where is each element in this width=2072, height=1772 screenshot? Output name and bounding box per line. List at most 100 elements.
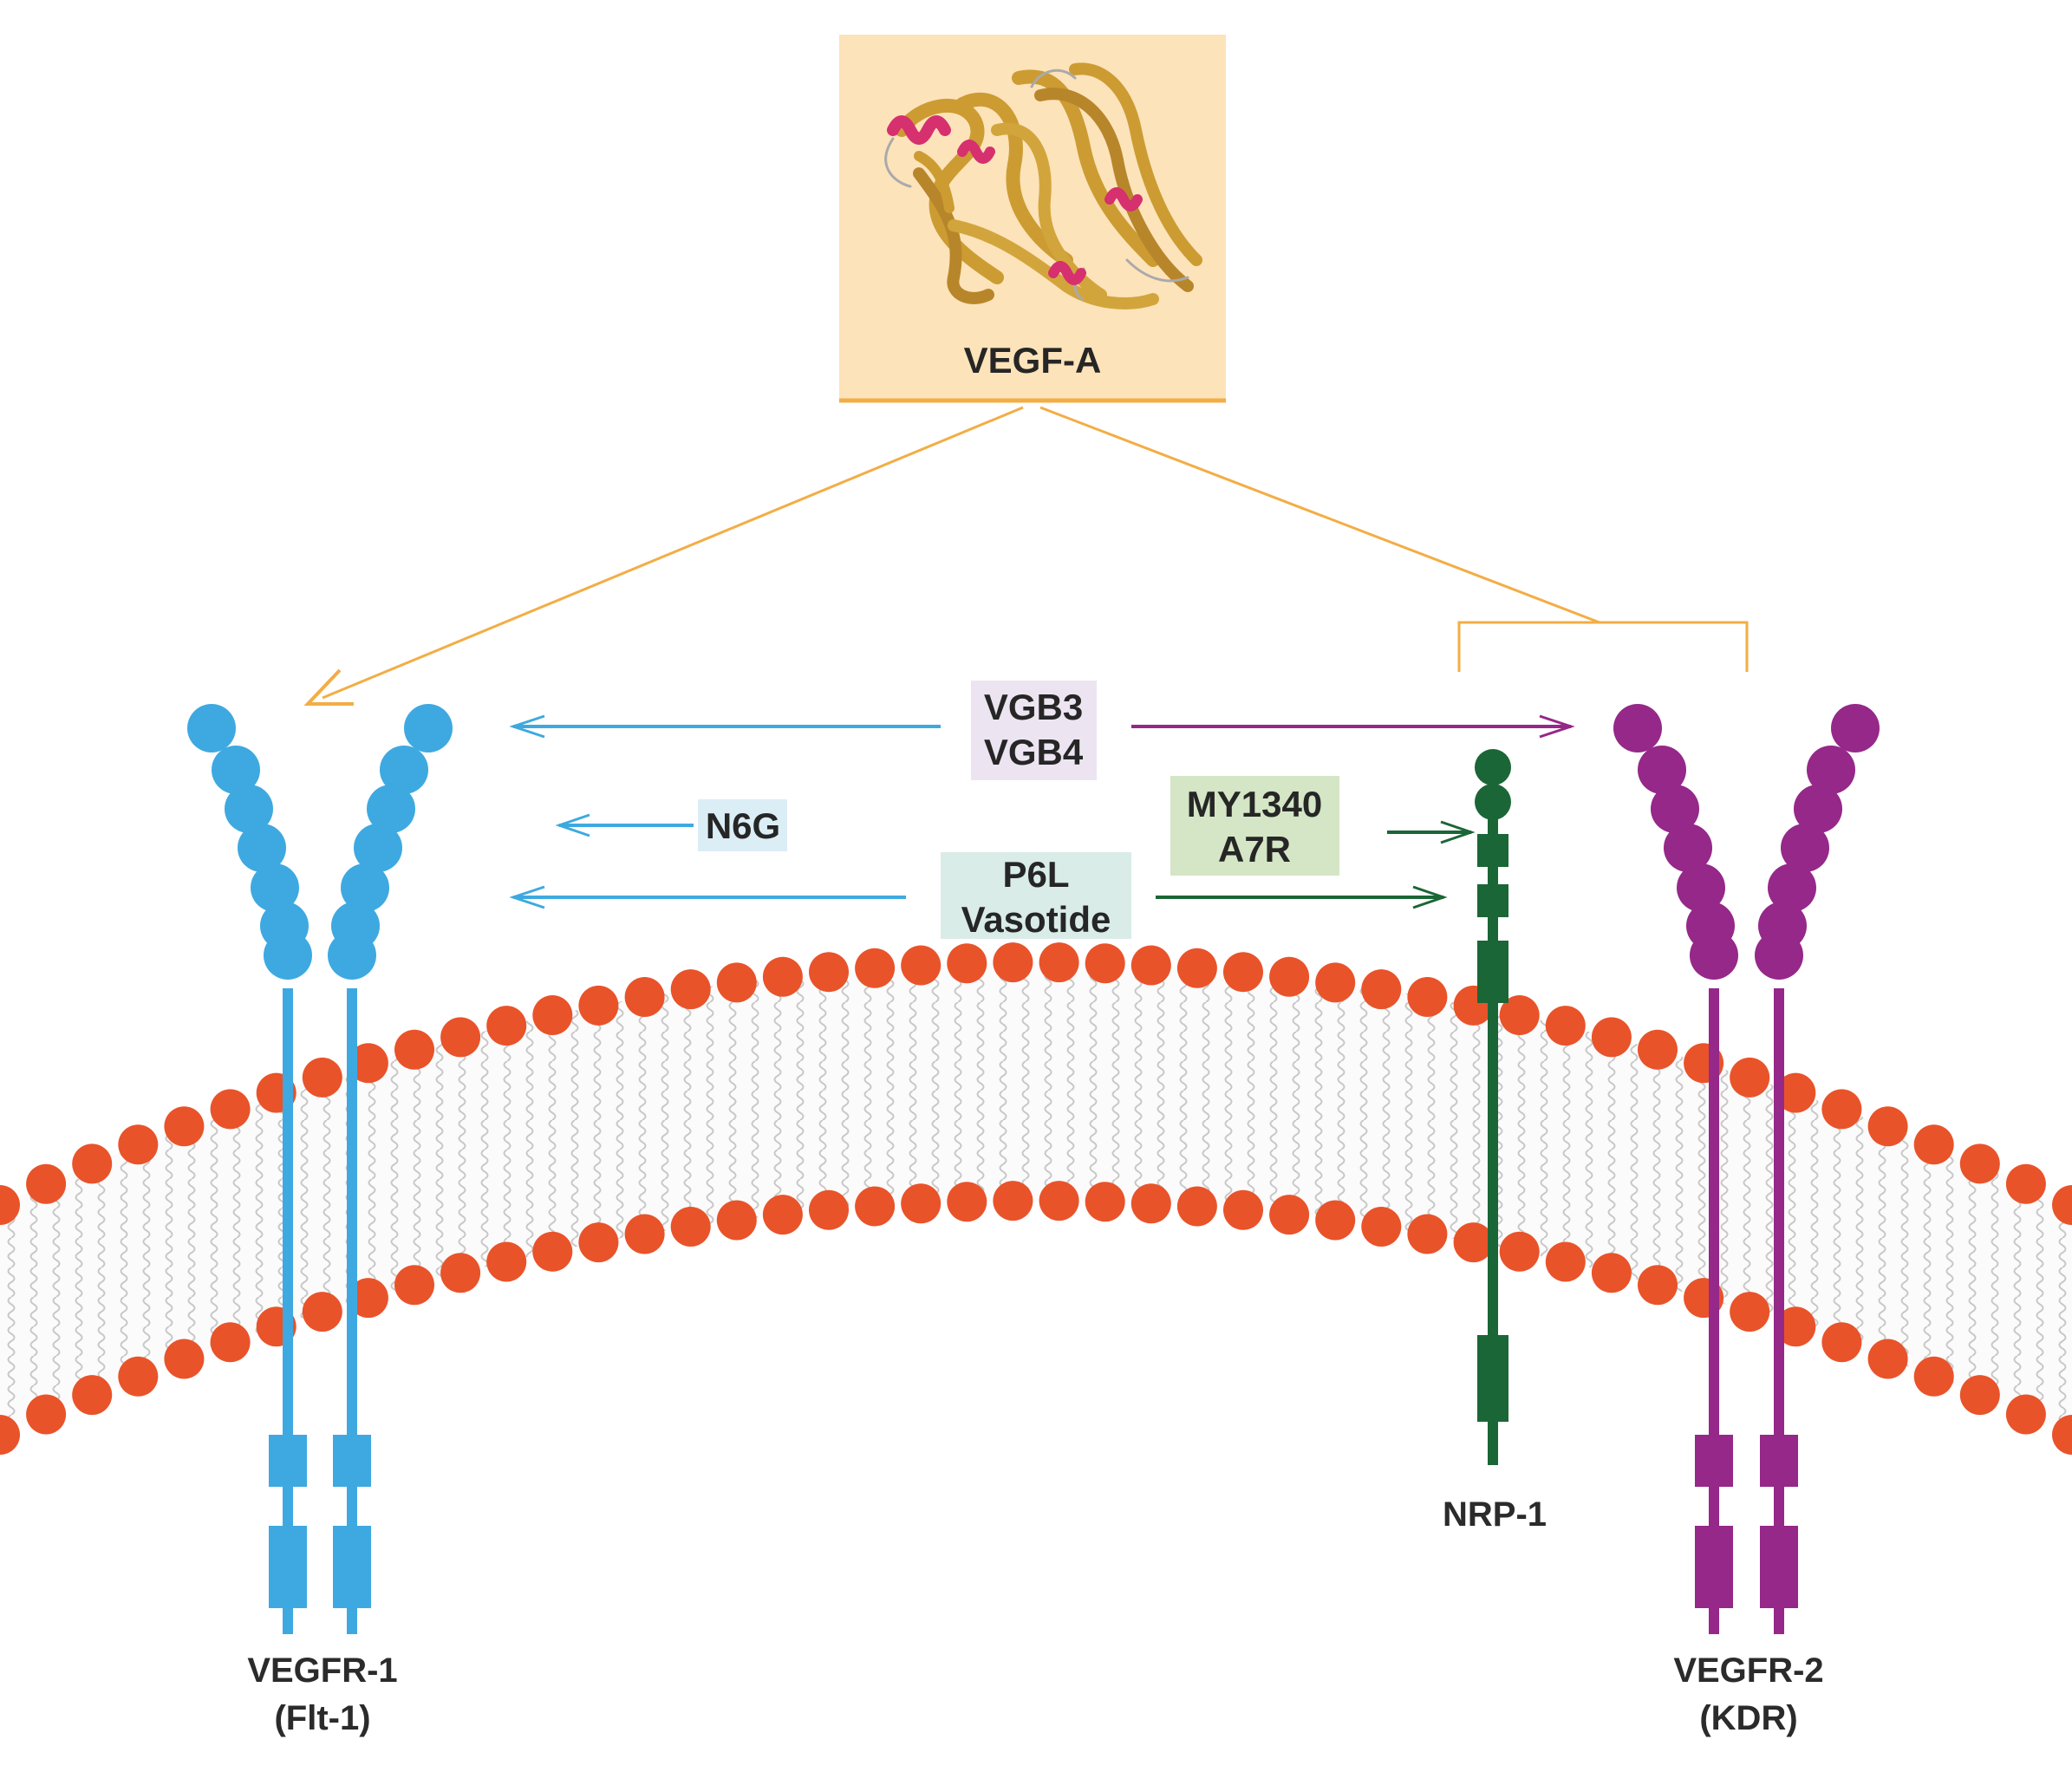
vegfr2-left-ig-domain <box>1638 746 1686 794</box>
vegf-a-to-vegfr1-arrowhead <box>303 668 354 706</box>
vegfr2-left-ig-domain <box>1613 704 1662 752</box>
inner-leaflet-head <box>1176 1186 1217 1227</box>
my1340-label: MY1340 <box>1187 784 1322 824</box>
inner-leaflet-head <box>394 1265 434 1306</box>
vegfr2-left-ig-domain <box>1690 931 1738 980</box>
vegfr2-left-juxtamembrane-domain <box>1695 1435 1733 1487</box>
vegfr1-right-ig-domain <box>354 824 402 872</box>
vegfr1-left-juxtamembrane-domain <box>269 1435 307 1487</box>
inner-leaflet-head <box>716 1200 757 1241</box>
nrp1-b1-domain <box>1477 834 1508 867</box>
outer-leaflet-head <box>118 1124 159 1165</box>
inner-leaflet-head <box>901 1183 942 1224</box>
vegfr2-left-ig-domain <box>1664 824 1712 872</box>
inner-leaflet-head <box>1039 1181 1079 1222</box>
outer-leaflet-head <box>394 1029 434 1070</box>
outer-leaflet-head <box>440 1017 481 1058</box>
outer-leaflet-head <box>0 1185 20 1225</box>
inner-leaflet-head <box>0 1415 20 1455</box>
vgb-to-vegfr2-arrowhead <box>1539 714 1575 739</box>
vgb-label-box <box>971 681 1097 780</box>
vegfr2-label-line1: VEGFR-2 <box>1673 1651 1823 1690</box>
inner-leaflet-head <box>1085 1182 1125 1222</box>
outer-leaflet-head <box>809 952 849 993</box>
ligand-binding-lines <box>303 406 1749 706</box>
inner-leaflet-head <box>1407 1214 1448 1254</box>
outer-leaflet-head <box>1959 1143 2000 1184</box>
outer-leaflet-head <box>532 995 573 1035</box>
vgb3-label: VGB3 <box>984 687 1083 727</box>
vgb4-label: VGB4 <box>984 732 1084 772</box>
inner-leaflet-head <box>2052 1415 2072 1455</box>
outer-leaflet-head <box>670 969 711 1010</box>
nrp1-a2-domain <box>1475 784 1511 820</box>
inner-leaflet-head <box>486 1241 527 1282</box>
outer-leaflet-head <box>26 1163 67 1204</box>
inner-leaflet-head <box>1315 1200 1356 1241</box>
inner-leaflet-head <box>809 1189 849 1230</box>
inner-leaflet-head <box>1361 1207 1402 1247</box>
vegfr1-right-ig-domain <box>328 931 376 980</box>
cell-membrane <box>0 942 2072 1455</box>
outer-leaflet-head <box>486 1006 527 1046</box>
n6g-label: N6G <box>706 805 780 846</box>
vegfr1-right-ig-domain <box>404 704 453 752</box>
inner-leaflet-head <box>1269 1195 1310 1235</box>
my1340-label-box <box>1170 776 1339 876</box>
vegfr1-label-line1: VEGFR-1 <box>247 1651 397 1690</box>
nrp1-transmembrane-domain <box>1477 1335 1508 1422</box>
vegfr2-receptor: VEGFR-2 (KDR) <box>1613 704 1880 1737</box>
vegfr2-right-ig-domain <box>1781 824 1829 872</box>
lipid-tails-pattern <box>0 962 2072 1435</box>
inner-leaflet-head <box>624 1214 665 1254</box>
outer-leaflet-head <box>624 977 665 1017</box>
outer-leaflet-head <box>302 1057 342 1098</box>
inner-leaflet-head <box>1776 1306 1816 1347</box>
outer-leaflet-head <box>2052 1185 2072 1225</box>
outer-leaflet-head <box>164 1106 205 1147</box>
vegfr1-left-ig-domain <box>212 746 260 794</box>
inner-leaflet-head <box>1130 1183 1171 1224</box>
vegfr2-right-ig-domain <box>1794 785 1842 833</box>
outer-leaflet-head <box>578 985 619 1026</box>
outer-leaflet-head <box>716 962 757 1003</box>
a7r-label: A7R <box>1218 829 1291 870</box>
vegfr2-left-ig-domain <box>1651 785 1699 833</box>
outer-leaflet-head <box>1130 945 1171 986</box>
outer-leaflet-head <box>1499 995 1540 1035</box>
peptide-inhibitors: VGB3 VGB4 N6G MY1340 A7R P6L Vasotide <box>509 681 1575 940</box>
p6l-to-nrp1-arrowhead <box>1412 885 1448 909</box>
vegfr1-left-ig-domain <box>225 785 273 833</box>
inner-leaflet-head <box>1959 1375 2000 1416</box>
outer-leaflet-head <box>1591 1017 1632 1058</box>
outer-leaflet-head <box>993 942 1033 983</box>
vegfr1-left-kinase-domain <box>269 1526 307 1608</box>
nrp1-c-domain <box>1477 941 1508 1003</box>
inner-leaflet-head <box>72 1375 113 1416</box>
outer-leaflet-head <box>1269 956 1310 997</box>
vegfr1-domains <box>187 704 453 1634</box>
outer-leaflet-head <box>1361 969 1402 1010</box>
inner-leaflet-head <box>210 1322 251 1363</box>
n6g-label-box <box>698 799 787 851</box>
inner-leaflet-head <box>1223 1189 1263 1230</box>
inner-leaflet-head <box>1821 1322 1862 1363</box>
vegfr2-right-ig-domain <box>1807 746 1855 794</box>
vegfr2-right-ig-domain <box>1831 704 1880 752</box>
p6l-label: P6L <box>1002 854 1069 895</box>
vasotide-label: Vasotide <box>961 899 1111 940</box>
outer-leaflet-head <box>2005 1163 2046 1204</box>
nrp1-b2-domain <box>1477 884 1508 917</box>
vegfr1-left-ig-domain <box>187 704 236 752</box>
outer-leaflet-head <box>1730 1057 1770 1098</box>
vegf-a-to-vegfr1-line <box>322 406 1024 700</box>
vegfr2-left-kinase-domain <box>1695 1526 1733 1608</box>
nrp1-receptor: NRP-1 <box>1443 749 1547 1534</box>
outer-leaflet-head <box>72 1143 113 1184</box>
inner-leaflet-head <box>26 1394 67 1435</box>
vegfr2-right-ig-domain <box>1768 863 1816 912</box>
inner-leaflet-head <box>532 1231 573 1272</box>
vegfr2-label-line2: (KDR) <box>1699 1699 1797 1737</box>
vegfr2-left-ig-domain <box>1677 863 1725 912</box>
outer-leaflet-head <box>210 1089 251 1130</box>
